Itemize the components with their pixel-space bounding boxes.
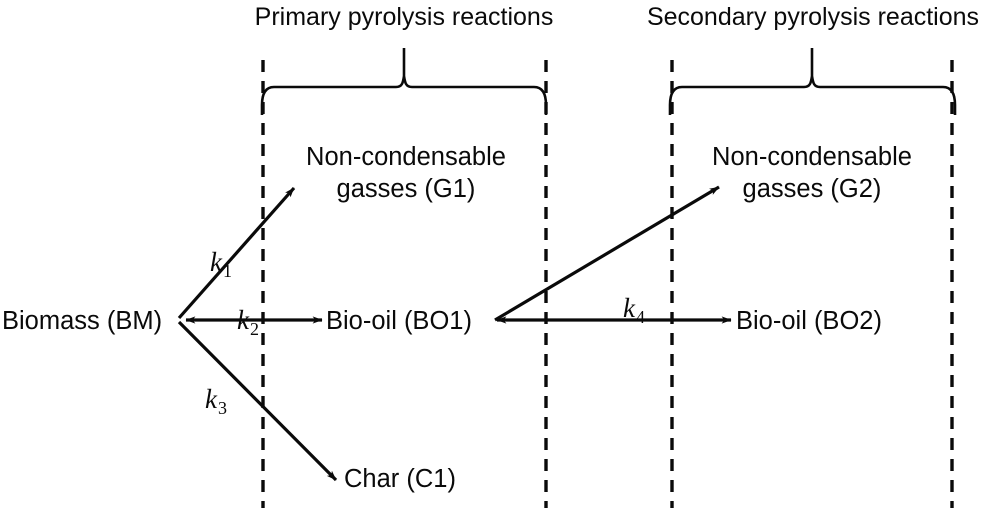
rate-subscript-k2: 2 [249,319,259,339]
rate-symbol-k3: k [205,384,217,414]
arrow-bo1-to-g2 [494,185,720,322]
rate-symbol-k4: k [623,293,635,323]
node-g2-line1: Non-condensable [712,143,912,171]
section-title-primary: Primary pyrolysis reactions [254,3,554,31]
rate-subscript-k3: 3 [217,398,227,418]
rate-constant-k1: k1 [183,222,232,303]
node-bm-label: Biomass (BM) [2,307,163,335]
node-g2-line2: gasses (G2) [742,175,882,203]
node-bo1-label: Bio-oil (BO1) [326,307,472,335]
rate-symbol-k1: k [210,247,222,277]
brace-secondary [668,48,957,115]
rate-subscript-k4: 4 [635,307,645,327]
rate-constant-k2: k2 [210,280,259,361]
rate-subscript-k1: 1 [222,261,232,281]
brace-primary [260,48,548,115]
rate-symbol-k2: k [237,305,249,335]
node-bo2-label: Bio-oil (BO2) [736,307,882,335]
arrow-bm-to-c1 [177,320,338,482]
arrow-bm-to-g1 [177,186,296,320]
section-title-secondary: Secondary pyrolysis reactions [646,3,980,31]
node-g1-line1: Non-condensable [306,143,506,171]
rate-constant-k4: k4 [596,268,645,349]
rate-constant-k3: k3 [178,359,227,440]
node-g1-line2: gasses (G1) [336,175,476,203]
node-c1-label: Char (C1) [344,465,456,493]
